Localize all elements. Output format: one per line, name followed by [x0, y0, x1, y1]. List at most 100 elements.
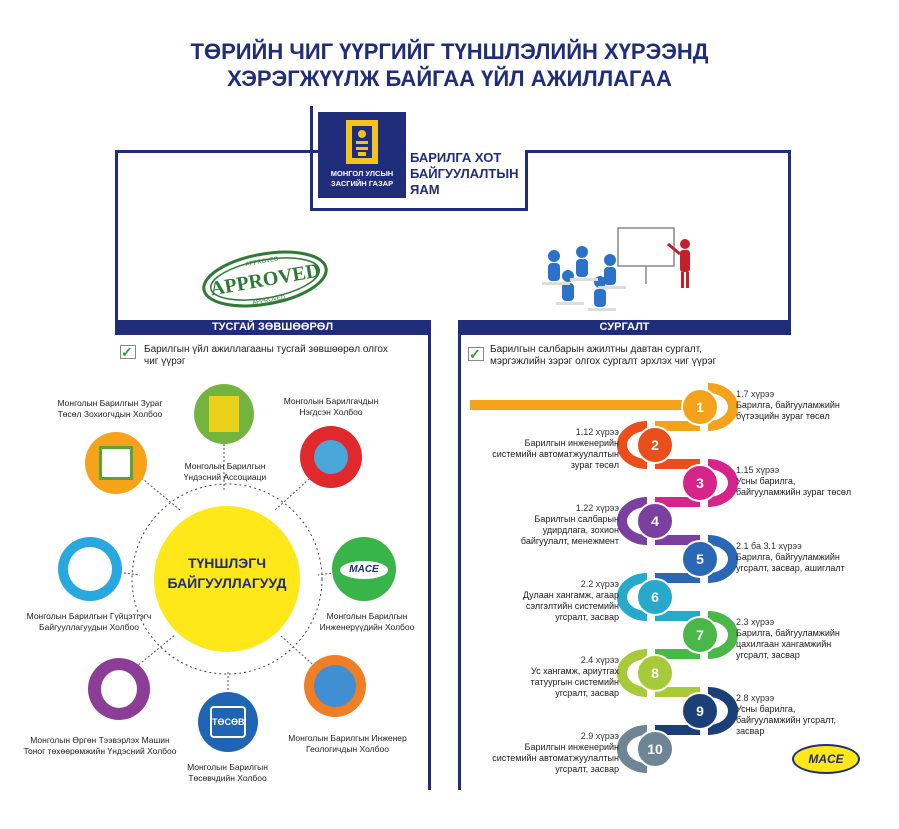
blueprint-icon [99, 446, 133, 480]
step-4-l2: удирдлага, зохион [542, 525, 619, 535]
logo-caption-1: МОНГОЛ УЛСЫН [330, 169, 394, 178]
frame-line-right-vertical [788, 150, 791, 320]
right-section-divider [458, 320, 461, 790]
org-logo-7: ТӨСӨВ [198, 692, 258, 752]
soyombo-icon [346, 120, 378, 164]
step-number-8: 8 [651, 665, 659, 681]
step-6-year: 2.2 хүрээ [580, 579, 619, 589]
org-logo-6 [88, 658, 150, 720]
org-logo-3 [300, 426, 362, 488]
step-3-l2: байгууламжийн зураг төсөл [736, 487, 852, 497]
step-circle-shape-10 [636, 730, 674, 768]
right-checklist-line-2: мэргэжлийн зэрэг олгох сургалт эрхлэх чи… [490, 356, 717, 367]
ministry-name-1: БАРИЛГА ХОТ [410, 150, 502, 165]
org-2-line-1: Монголын Барилгын [184, 461, 266, 471]
org-5-line-2: Инженерүүдийн Холбоо [319, 622, 415, 632]
path-arc-3 [707, 459, 738, 507]
step-circle-shape-8 [636, 654, 674, 692]
center-circle [154, 506, 300, 652]
step-10-l3: угсралт, засвар [555, 764, 619, 774]
step-4-year: 1.22 хүрээ [575, 503, 619, 513]
step-9-year: 2.8 хүрээ [736, 693, 775, 703]
globe-icon [314, 440, 348, 474]
step-6-l2: сэлгэлтийн системийн [525, 601, 619, 611]
step-7-l2: цахилгаан хангамжийн [736, 639, 832, 649]
step-circle-8: 8 [636, 654, 674, 692]
step-9-l1: Усны барилга, [736, 704, 796, 714]
mace-globe-icon [68, 547, 112, 591]
path-arc-2 [617, 421, 648, 469]
step-circle-shape-6 [636, 578, 674, 616]
frame-line-top-right [525, 150, 790, 153]
step-circle-9: 9 [681, 692, 719, 730]
step-circle-shape-4 [636, 502, 674, 540]
frame-line-top-left [115, 150, 318, 153]
step-10-year: 2.9 хүрээ [580, 731, 619, 741]
step-circle-10: 10 [636, 730, 674, 768]
path-arc-6 [617, 573, 648, 621]
step-7-l3: угсралт, засвар [736, 650, 800, 660]
logo-caption-2: ЗАСГИЙН ГАЗАР [330, 179, 394, 188]
path-arc-8 [617, 649, 648, 697]
step-number-10: 10 [647, 741, 663, 757]
ministry-frame-left [310, 106, 313, 210]
step-7-year: 2.3 хүрээ [736, 617, 775, 627]
step-1-year: 1.7 хүрээ [736, 389, 775, 399]
step-4-l1: Барилгын салбарын [534, 514, 619, 524]
org-logo-1 [85, 432, 147, 494]
geology-icon [314, 665, 356, 707]
ministry-name-2: БАЙГУУЛАЛТЫН [410, 166, 519, 181]
step-circle-shape-5 [681, 540, 719, 578]
org-1-line-1: Монголын Барилгын Зураг [57, 398, 163, 408]
org-8-line-2: Геологичдын Холбоо [306, 744, 389, 754]
step-1-l2: бүтээцийн зураг төсөл [736, 411, 830, 421]
org-2-line-2: Үндэсний Ассоциаци [183, 472, 267, 482]
right-checklist-line-1: Барилгын салбарын ажилтны давтан сургалт… [490, 344, 702, 355]
partner-diagram [99, 440, 356, 710]
approved-stamp: APPROVED APPROVED APPROVED [198, 248, 332, 315]
org-8-line-1: Монголын Барилгын Инженер [288, 733, 407, 743]
step-5-year: 2.1 ба 3.1 хүрээ [736, 541, 802, 551]
right-checklist-text: Барилгын салбарын ажилтны давтан сургалт… [490, 344, 716, 368]
step-2-l2: системийн автоматжуулалтын [492, 449, 619, 459]
step-3-l1: Усны барилга, [736, 476, 796, 486]
checkmark-icon: ✓ [121, 344, 133, 360]
center-label-1: ТҮНШЛЭГЧ [187, 555, 267, 571]
org-3-line-1: Монголын Барилгачдын [283, 396, 379, 406]
org-7-line-1: Монголын Барилгын [187, 762, 268, 772]
training-illustration [540, 226, 700, 321]
approved-stamp-icon: APPROVED APPROVED APPROVED [202, 250, 328, 308]
left-checklist-text: Барилгын үйл ажиллагааны тусгай зөвшөөрө… [144, 344, 388, 368]
classroom-icon [542, 227, 690, 311]
left-checklist-line-2: чиг үүрэг [144, 356, 186, 367]
step-10-l2: системийн автоматжуулалтын [492, 753, 619, 763]
step-circle-2: 2 [636, 426, 674, 464]
org-logo-2 [194, 384, 254, 444]
orbit-ring [131, 483, 323, 675]
right-section-header: СУРГАЛТ [458, 320, 791, 335]
step-number-3: 3 [696, 475, 704, 491]
step-number-6: 6 [651, 589, 659, 605]
frame-line-left-vertical [115, 150, 118, 320]
path-arcs [617, 383, 738, 773]
stamp-small-top: APPROVED [245, 256, 280, 268]
path-arc-4 [617, 497, 648, 545]
step-9-l2: байгууламжийн угсралт, [736, 715, 837, 725]
step-6-l1: Дулаан хангамж, агаар [522, 590, 619, 600]
step-3-year: 1.15 хүрээ [736, 465, 780, 475]
ministry-frame-right [525, 150, 528, 210]
org-4-line-2: Байгууллагуудын Холбоо [39, 622, 139, 632]
org-1-line-2: Төсөл Зохиогчдын Холбоо [57, 409, 163, 419]
